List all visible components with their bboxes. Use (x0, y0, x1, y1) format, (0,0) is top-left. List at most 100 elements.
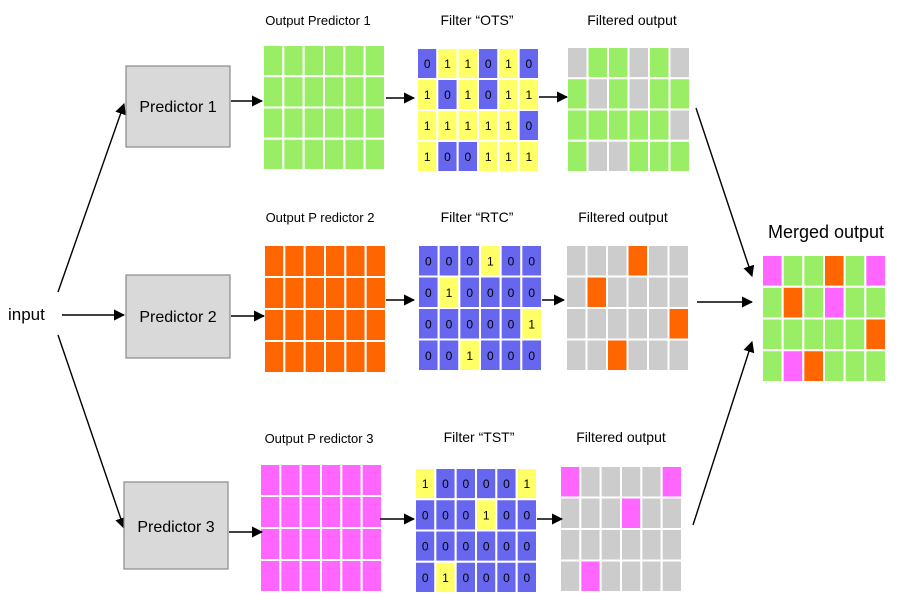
output-grid-cell (302, 75, 325, 109)
filter-grid-value: 1 (525, 150, 532, 164)
filtered-title-1: Filtered output (587, 12, 677, 28)
filtered-grid-cell (626, 338, 649, 372)
merged-grid-cell (761, 254, 784, 288)
filter-grid-value: 0 (503, 477, 510, 491)
filtered-grid-cell (607, 77, 630, 111)
filter-grid-value: 0 (425, 317, 432, 331)
input-arrows (57, 102, 127, 530)
merged-title: Merged output (768, 222, 884, 242)
output-grid-cell (283, 244, 306, 278)
filter-grid-value: 0 (487, 317, 494, 331)
filter-grid-value: 0 (485, 88, 492, 102)
output-grid-cell (320, 463, 343, 497)
output-grid-cell (282, 106, 305, 140)
filtered-grid-cell (627, 46, 650, 80)
filtered-grid-cell (606, 275, 629, 309)
merged-grid-cell (864, 285, 887, 320)
output-grid-cell (279, 463, 302, 497)
filter-grid-value: 1 (505, 119, 512, 133)
filtered-grid-cell (640, 559, 663, 593)
output-grid-cell (324, 276, 347, 310)
output-grid-cell (363, 137, 386, 171)
merged-grid-cell (802, 254, 825, 288)
filter-grid-value: 0 (523, 571, 530, 585)
output-grid-cell (324, 308, 347, 342)
filtered-grid-cell (579, 559, 602, 593)
merged-grid-cell (843, 317, 867, 352)
filtered-grid-cell (559, 496, 582, 530)
output-grid-cell (263, 308, 286, 342)
filtered-grid-cell (566, 108, 589, 142)
output-grid-cell (302, 137, 325, 171)
merged-grid-cell (761, 317, 784, 352)
filtered-grid-cell (648, 108, 671, 142)
filter-grid-value: 1 (444, 57, 451, 71)
output-grid-cell (364, 276, 387, 310)
merged-grid-cell (823, 349, 846, 383)
filtered-grid-cell (566, 77, 589, 111)
output-grid-cell (303, 340, 326, 374)
output-grid-2 (263, 244, 387, 374)
output-grid-cell (303, 244, 326, 278)
filter-grid-value: 0 (523, 540, 530, 554)
output-grid-cell (259, 463, 282, 497)
filter-grid-value: 0 (444, 88, 451, 102)
filtered-grid-cell (620, 496, 643, 530)
output-grid-cell (364, 340, 387, 374)
filter-grid-value: 1 (505, 88, 512, 102)
filter-grid-value: 0 (442, 508, 449, 522)
filtered-grid-cell (660, 559, 684, 593)
predictor-row-2: Predictor 2 Output P redictor 2 Filter “… (125, 209, 690, 374)
output-grid-cell (282, 75, 305, 109)
filter-grid-value: 1 (466, 349, 473, 363)
output-grid-cell (344, 244, 367, 278)
filter-grid-value: 1 (505, 57, 512, 71)
output-grid-cell (360, 463, 383, 497)
filter-grid-value: 0 (528, 254, 535, 268)
output-grid-cell (283, 276, 306, 310)
filter-grid-value: 0 (425, 254, 432, 268)
output-grid-cell (263, 340, 286, 374)
output-grid-cell (259, 559, 282, 593)
output-grid-cell (262, 44, 285, 78)
filter-grid-value: 0 (444, 150, 451, 164)
output-grid-cell (262, 137, 285, 171)
filtered-grid-cell (586, 46, 609, 80)
filter-grid-value: 0 (483, 540, 490, 554)
merged-grid-cell (823, 254, 846, 288)
filtered-grid-cell (640, 528, 663, 562)
filter-title-2: Filter “RTC” (441, 209, 514, 225)
filtered-grid-cell (660, 496, 684, 530)
output-grid-cell (360, 559, 383, 593)
output-title-2: Output P redictor 2 (266, 210, 375, 225)
filter-grid-value: 1 (485, 119, 492, 133)
filter-grid-value: 0 (503, 508, 510, 522)
merged-grid-cell (802, 349, 825, 383)
filtered-grid-cell (620, 465, 643, 499)
output-grid-cell (340, 559, 363, 593)
filter-grid-value: 1 (464, 88, 471, 102)
output-grid-cell (320, 559, 343, 593)
merged-grid-cell (802, 285, 825, 320)
filter-grid-value: 0 (422, 540, 429, 554)
output-grid-cell (262, 106, 285, 140)
filter-grid-value: 0 (466, 317, 473, 331)
filtered-grid-cell (579, 465, 602, 499)
merged-grid-cell (761, 349, 784, 383)
filtered-grid-cell (647, 244, 670, 278)
filter-grid-value: 0 (422, 508, 429, 522)
filtered-grid-3 (559, 465, 684, 593)
filter-grid-value: 0 (483, 477, 490, 491)
output-grid-cell (344, 276, 367, 310)
predictor-label-1: Predictor 1 (139, 99, 216, 116)
filtered-grid-cell (565, 275, 588, 309)
filtered-title-3: Filtered output (576, 429, 666, 445)
output-grid-cell (303, 308, 326, 342)
filtered-grid-cell (620, 559, 643, 593)
merged-grid-cell (823, 317, 846, 352)
filtered-grid-cell (586, 139, 609, 173)
merged-grid-cell (781, 349, 805, 383)
filtered-grid-1 (566, 46, 691, 173)
filter-grid-value: 0 (508, 317, 515, 331)
